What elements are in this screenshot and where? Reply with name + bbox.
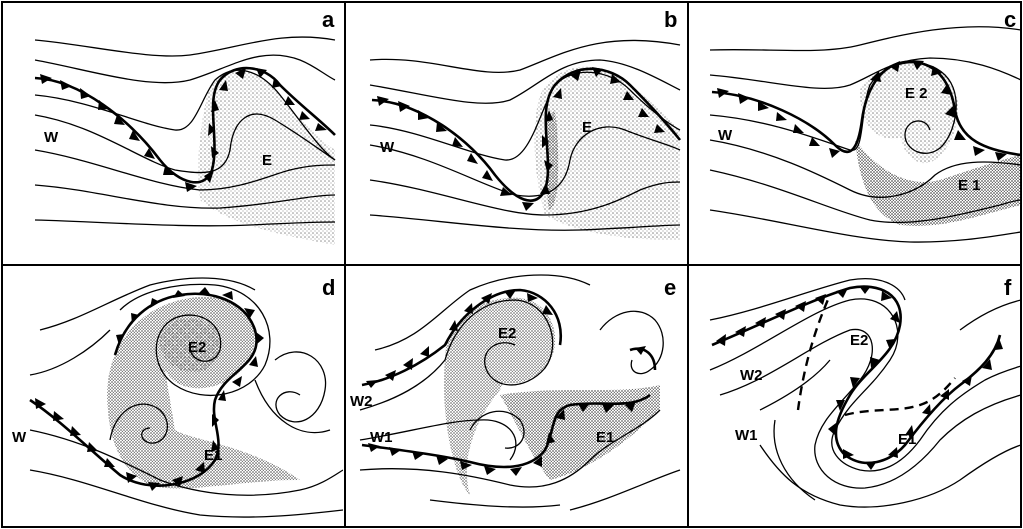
label-e2: E2 bbox=[850, 332, 868, 349]
label-e2: E2 bbox=[498, 325, 516, 342]
label-e1: E1 bbox=[596, 429, 614, 446]
label-e2: E 2 bbox=[905, 85, 928, 102]
label-e: E bbox=[582, 119, 592, 136]
label-w2: W2 bbox=[740, 367, 763, 384]
panel-e: E2 W2 W1 E1 bbox=[350, 275, 680, 510]
label-w: W bbox=[380, 139, 395, 156]
label-w: W bbox=[12, 429, 27, 446]
panel-f: E2 W2 W1 E1 bbox=[710, 279, 1021, 507]
panel-d: W E2 E1 bbox=[12, 278, 343, 517]
label-w1: W1 bbox=[370, 429, 393, 446]
panel-b: W E bbox=[370, 40, 680, 240]
panel-letter-d: d bbox=[322, 275, 335, 300]
panel-a: W E bbox=[35, 37, 335, 245]
label-e1: E1 bbox=[898, 431, 916, 448]
panel-c: W E 2 E 1 bbox=[710, 27, 1021, 242]
panel-letter-a: a bbox=[322, 7, 335, 32]
label-w: W bbox=[44, 129, 59, 146]
label-w1: W1 bbox=[735, 427, 758, 444]
label-e: E bbox=[262, 152, 272, 169]
label-w2: W2 bbox=[350, 393, 373, 410]
label-w: W bbox=[718, 127, 733, 144]
panel-letter-f: f bbox=[1004, 275, 1012, 300]
panel-letter-b: b bbox=[664, 7, 677, 32]
label-e1: E 1 bbox=[958, 177, 981, 194]
label-e1: E1 bbox=[204, 447, 222, 464]
panel-letter-c: c bbox=[1004, 7, 1016, 32]
panel-letter-e: e bbox=[664, 275, 676, 300]
label-e2: E2 bbox=[188, 339, 206, 356]
